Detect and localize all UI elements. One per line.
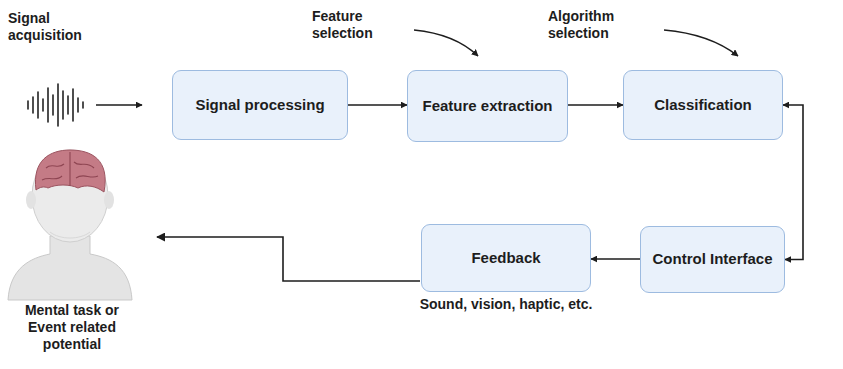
flow-arrow bbox=[568, 104, 623, 106]
signal-waveform bbox=[28, 84, 83, 126]
box-title: Feature extraction bbox=[422, 97, 552, 116]
annotation-label: Feature selection bbox=[312, 8, 404, 42]
box-title: Control Interface bbox=[652, 250, 772, 269]
box-title: Signal processing bbox=[195, 96, 324, 115]
head-illustration bbox=[8, 150, 132, 300]
box-title: Feedback bbox=[471, 249, 540, 268]
process-box: Feedback bbox=[421, 224, 591, 292]
process-box: Control Interface bbox=[640, 226, 785, 293]
process-box: Feature extraction bbox=[407, 70, 568, 142]
flow-arrow bbox=[348, 104, 407, 106]
stage-label: Signal acquisition bbox=[8, 10, 98, 44]
selection-arrow bbox=[664, 30, 738, 56]
user-label: Mental task or Event related potential bbox=[6, 302, 138, 352]
selection-arrow bbox=[414, 30, 478, 56]
input-arrow bbox=[96, 104, 142, 106]
process-box: Classification bbox=[623, 70, 783, 140]
feedback-modes-label: Sound, vision, haptic, etc. bbox=[416, 296, 596, 313]
process-box: Signal processing bbox=[172, 70, 348, 140]
box-title: Classification bbox=[654, 96, 752, 115]
annotation-label: Algorithm selection bbox=[548, 8, 648, 42]
flow-arrow bbox=[783, 105, 803, 260]
flow-arrow bbox=[591, 258, 640, 260]
feedback-line bbox=[157, 237, 420, 281]
